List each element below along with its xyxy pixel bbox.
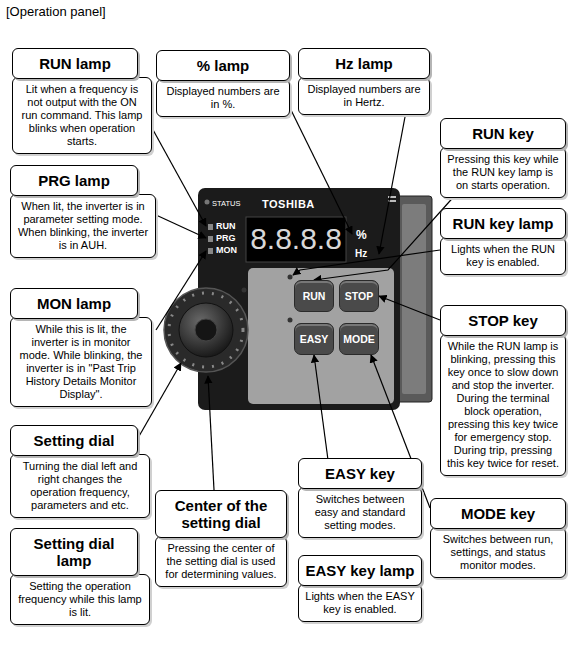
callout-box: % lampDisplayed numbers are in %. [156,50,290,117]
callout-box: MODE keySwitches between run, settings, … [430,498,566,578]
key-label: RUN [303,290,326,302]
callout-body: Lit when a frequency is not output with … [12,77,152,154]
callout-box: Center of the setting dialPressing the c… [155,490,287,587]
panel-key: EASY [294,323,334,355]
setting-dial [164,288,248,372]
panel-key: RUN [294,280,334,312]
callout-box: MON lampWhile this is lit, the inverter … [10,288,152,407]
callout-heading: RUN lamp [12,48,138,79]
callout-body: Turning the dial left and right changes … [10,454,150,518]
callout-heading: % lamp [156,50,290,81]
callout-heading: MON lamp [10,288,138,319]
callout-heading: MODE key [430,498,566,529]
callout-body: Switches between run, settings, and stat… [430,527,566,578]
callout-box: RUN key lampLights when the RUN key is e… [440,208,566,275]
lamp-label: MON [216,245,237,256]
lamp-label: RUN [216,221,236,232]
callout-box: Setting dial lampSetting the operation f… [10,528,150,625]
callout-body: Displayed numbers are in %. [156,79,290,117]
callout-box: PRG lampWhen lit, the inverter is in par… [10,165,156,258]
unit-label: % [356,228,367,242]
callout-body: Lights when the EASY key is enabled. [298,584,422,622]
callout-box: RUN keyPressing this key while the RUN k… [440,118,566,198]
callout-body: Switches between easy and standard setti… [298,487,422,538]
leader-arrow [379,296,440,320]
key-label: MODE [343,333,375,345]
callout-heading: PRG lamp [10,165,138,196]
callout-heading: EASY key lamp [298,555,422,586]
panel-key: STOP [339,280,379,312]
callout-heading: Setting dial lamp [10,528,138,576]
figure-title: [Operation panel] [6,4,106,19]
leader-arrow [314,355,328,458]
callout-heading: EASY key [298,458,422,489]
callout-box: Setting dialTurning the dial left and ri… [10,425,150,518]
callout-heading: Setting dial [10,425,138,456]
callout-heading: RUN key lamp [440,208,566,239]
callout-box: EASY key lampLights when the EASY key is… [298,555,422,622]
callout-heading: RUN key [440,118,566,149]
callout-box: EASY keySwitches between easy and standa… [298,458,422,538]
callout-body: Setting the operation frequency while th… [10,574,150,625]
callout-body: Pressing this key while the RUN key lamp… [440,147,566,198]
callout-body: While this is lit, the inverter is in mo… [10,317,152,407]
callout-body: Lights when the RUN key is enabled. [440,237,566,275]
leader-lines [138,108,440,490]
brand-label: TOSHIBA [262,198,315,210]
panel-key: MODE [339,323,379,355]
status-label: STATUS [212,199,240,208]
callout-body: Displayed numbers are in Hertz. [298,77,430,115]
callout-body: When lit, the inverter is in parameter s… [10,194,156,258]
callout-box: RUN lampLit when a frequency is not outp… [12,48,152,154]
callout-box: Hz lampDisplayed numbers are in Hertz. [298,48,430,115]
key-label: STOP [345,290,373,302]
callout-body: While the RUN lamp is blinking, pressing… [440,334,566,476]
callout-box: STOP keyWhile the RUN lamp is blinking, … [440,305,566,476]
callout-heading: STOP key [440,305,566,336]
led-display: 8.8.8.8 [246,221,346,257]
unit-label: Hz [355,248,367,259]
callout-heading: Hz lamp [298,48,430,79]
lamp-label: PRG [216,233,236,244]
callout-body: Pressing the center of the setting dial … [155,536,287,587]
key-label: EASY [300,333,329,345]
callout-heading: Center of the setting dial [155,490,287,538]
